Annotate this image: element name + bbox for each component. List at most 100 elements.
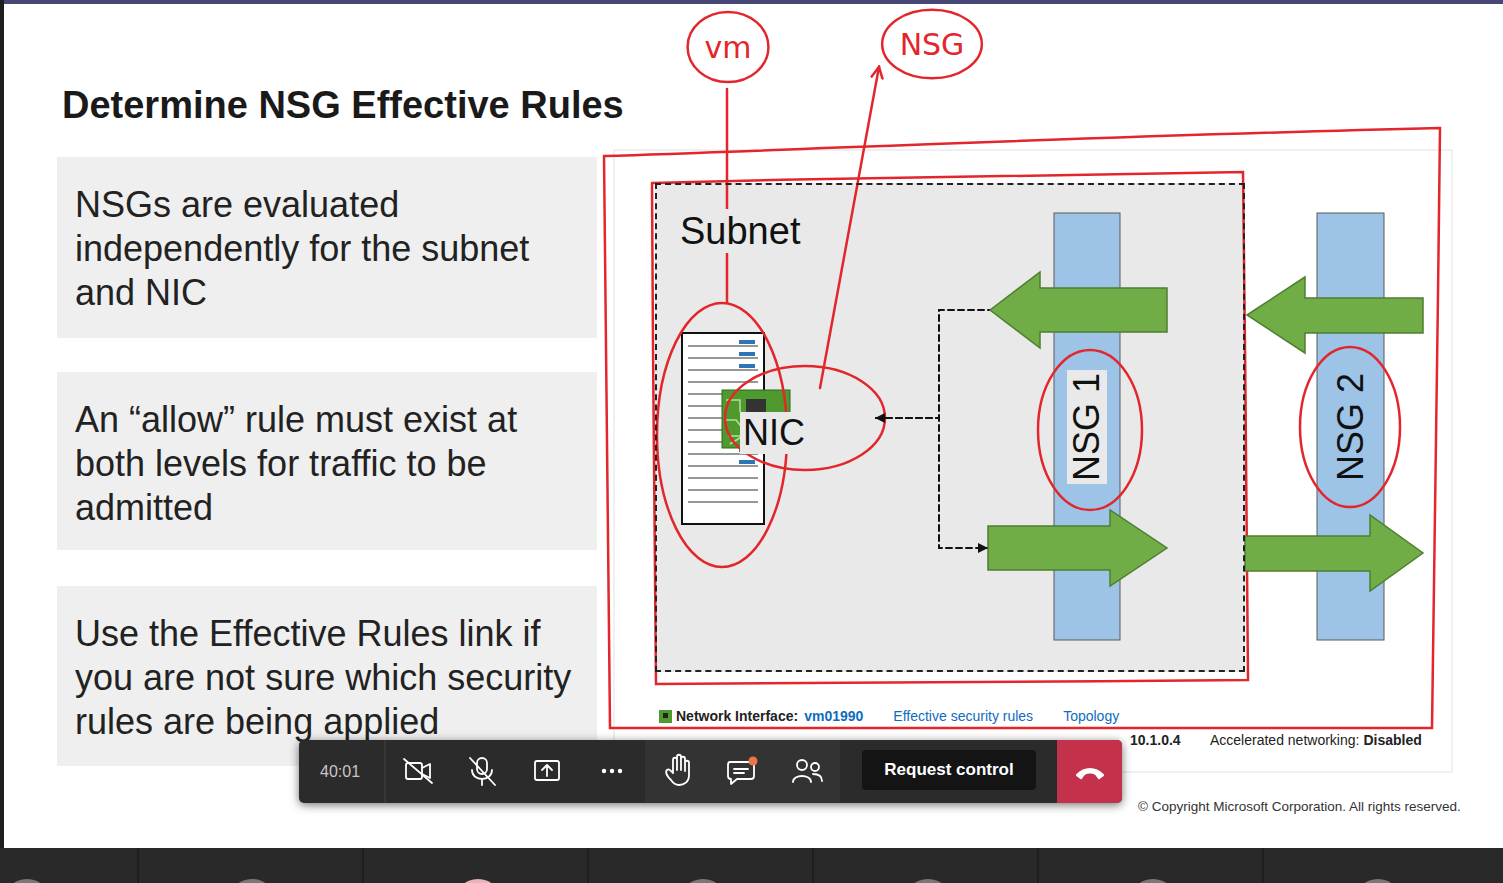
field-value: 10.1.0.4 xyxy=(1130,732,1181,748)
traffic-arrows xyxy=(988,272,1423,591)
server-icon xyxy=(688,369,758,370)
nic-label: NIC xyxy=(720,388,876,448)
participant-tiles xyxy=(679,879,727,883)
call-timer: 40:01 xyxy=(320,762,360,782)
camera-off-icon xyxy=(404,759,432,783)
share-icon xyxy=(542,765,552,776)
copyright-row: © Copyright Microsoft Corporation. All r… xyxy=(1138,798,1461,816)
server-icon xyxy=(688,465,758,466)
node-label: NSG 1 xyxy=(1067,369,1107,483)
camera-off-icon xyxy=(406,763,422,779)
red-annotation xyxy=(725,366,885,470)
nic-icon xyxy=(659,710,672,723)
camera-off-icon xyxy=(404,759,432,783)
left-edge xyxy=(0,0,4,848)
server-icon xyxy=(688,357,758,358)
chat-icon xyxy=(734,768,748,770)
participant-tiles xyxy=(904,879,952,883)
server-icon xyxy=(739,340,755,344)
participant-tiles xyxy=(454,879,502,883)
participant-tiles xyxy=(1354,879,1402,883)
bullet-box: Use the Effective Rules link if you are … xyxy=(57,586,597,766)
bullet-text: Use the Effective Rules link if you are … xyxy=(75,612,581,744)
share-icon xyxy=(535,761,559,780)
arrow-head xyxy=(978,543,988,553)
server-icon xyxy=(739,364,755,368)
node-label: NSG 2 xyxy=(1331,372,1371,480)
node-label: Request control xyxy=(884,760,1013,780)
participant-tiles xyxy=(1039,848,1262,883)
toolbar-icons xyxy=(404,755,1103,785)
toolbar-icons xyxy=(385,740,386,803)
participant-tiles xyxy=(0,848,137,883)
resource-link: Topology xyxy=(1063,708,1119,724)
red-annotation xyxy=(604,89,1440,729)
resource-link: vm01990 xyxy=(804,708,863,724)
mic-off-icon xyxy=(470,758,495,785)
participant-tiles xyxy=(228,879,276,883)
chat-icon xyxy=(734,772,744,774)
participant-tiles xyxy=(589,848,812,883)
chat-icon xyxy=(728,762,754,784)
annotation-outline xyxy=(882,10,982,78)
top-bar xyxy=(0,0,1503,4)
chat-icon xyxy=(728,762,754,784)
nic-info-row: Accelerated networking:Disabled xyxy=(1210,731,1422,749)
nic-icon xyxy=(663,713,668,718)
handwritten-note: vm xyxy=(705,30,752,65)
bullet-box: An “allow” rule must exist at both level… xyxy=(57,372,597,550)
annotation-outline xyxy=(688,12,769,82)
annotation-circle: NSG xyxy=(879,6,985,82)
nic-info-row: Network Interface: vm01990 Effective secur… xyxy=(659,707,1119,725)
red-annotation xyxy=(1038,350,1142,510)
server-icon xyxy=(739,352,755,356)
hand-icon xyxy=(666,755,689,785)
people-icon xyxy=(793,760,822,782)
more-icon xyxy=(618,769,622,773)
participant-tiles xyxy=(1264,848,1503,883)
toolbar-icons xyxy=(645,740,840,803)
people-icon xyxy=(813,774,822,781)
server-icon xyxy=(688,477,758,478)
nsg-band: NSG 2 xyxy=(1317,213,1384,640)
node-label: NIC xyxy=(740,412,808,454)
handwritten-note: NSG xyxy=(900,27,965,62)
participant-tiles xyxy=(0,848,1503,883)
participant-strip xyxy=(0,848,1503,883)
red-annotation xyxy=(652,172,1248,684)
hangup-icon xyxy=(1077,769,1103,778)
participant-tiles xyxy=(1129,879,1177,883)
slide-title: Determine NSG Effective Rules xyxy=(62,82,624,128)
outbound-arrow xyxy=(1245,515,1423,591)
more-icon xyxy=(602,769,622,773)
field-label: Network Interface: xyxy=(676,708,798,724)
red-annotation xyxy=(726,89,729,302)
bullet-text: An “allow” rule must exist at both level… xyxy=(75,398,581,530)
image-panel xyxy=(614,150,1452,772)
request-control-button: Request control xyxy=(862,750,1036,790)
share-icon xyxy=(535,761,559,780)
notification-dot xyxy=(749,757,758,766)
field-value: Disabled xyxy=(1363,732,1421,748)
subnet-region: SubnetNICNSG 1 xyxy=(655,183,1245,672)
mic-off-icon xyxy=(470,758,495,785)
nic-info-row: 10.1.0.4 xyxy=(1130,731,1181,749)
connector xyxy=(820,67,879,388)
server-icon xyxy=(688,345,758,346)
red-annotation xyxy=(1300,347,1400,507)
inbound-arrow xyxy=(1247,277,1423,353)
toolbar-icons xyxy=(1057,740,1122,803)
hangup-icon xyxy=(1077,769,1103,778)
participant-tiles xyxy=(0,848,1503,883)
nic-icon xyxy=(659,710,672,723)
subnet-fill xyxy=(655,183,1245,672)
outbound-arrow xyxy=(988,510,1167,586)
server-icon xyxy=(739,460,755,464)
inbound-arrow xyxy=(990,272,1167,348)
bullet-text: NSGs are evaluated independently for the… xyxy=(75,183,581,315)
participant-tiles xyxy=(364,848,587,883)
more-icon xyxy=(602,769,606,773)
participant-tiles xyxy=(139,848,362,883)
copyright-note: © Copyright Microsoft Corporation. All r… xyxy=(1138,799,1461,815)
resource-link: Effective security rules xyxy=(893,708,1033,724)
